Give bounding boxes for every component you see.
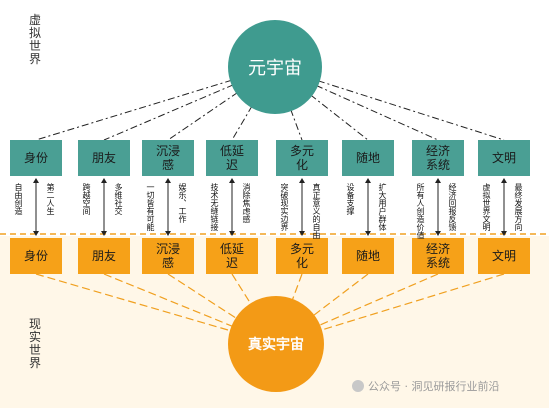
arrow-up-head [435, 178, 441, 183]
arrow-up-head [365, 178, 371, 183]
arrow-up-head [33, 178, 39, 183]
annotation-left: 跨越空间 [82, 183, 91, 215]
real-feature-box: 经济 系统 [412, 238, 464, 274]
top-connector [274, 66, 303, 141]
arrow-down-head [229, 231, 235, 236]
arrow-down-head [165, 231, 171, 236]
arrow-down-head [435, 231, 441, 236]
annotation-right: 娱乐、工作 [178, 183, 187, 223]
arrow-up-head [501, 178, 507, 183]
real-feature-box: 朋友 [78, 238, 130, 274]
bottom-connector [167, 273, 277, 345]
annotation-right: 真正意义的自由 [312, 183, 321, 239]
annotation-right: 经济回报反馈 [448, 183, 457, 231]
arrow-up-head [299, 178, 305, 183]
annotation-right: 第二人生 [46, 183, 55, 215]
virtual-feature-box: 多元 化 [276, 140, 328, 176]
watermark-text: 公众号 · 洞见研报行业前沿 [368, 380, 500, 393]
virtual-feature-box: 经济 系统 [412, 140, 464, 176]
annotation-right: 多维社交 [114, 183, 123, 215]
virtual-feature-box: 沉浸 感 [142, 140, 194, 176]
metaverse-circle: 元宇宙 [228, 20, 322, 114]
arrow-down-head [501, 231, 507, 236]
real-feature-box: 低延 迟 [206, 238, 258, 274]
annotation-left: 虚拟世界文明 [482, 183, 491, 231]
real-feature-box: 沉浸 感 [142, 238, 194, 274]
arrow-down-head [299, 231, 305, 236]
virtual-feature-box: 低延 迟 [206, 140, 258, 176]
annotation-left: 技术无缝链接 [210, 183, 219, 231]
wechat-icon [352, 380, 364, 392]
virtual-feature-box: 文明 [478, 140, 530, 176]
top-connector [231, 66, 276, 141]
annotation-right: 最终发展方向 [514, 183, 523, 231]
annotation-left: 所有人创造价值 [416, 183, 425, 239]
real-world-label: 现实世界 [28, 317, 41, 370]
real-feature-box: 多元 化 [276, 238, 328, 274]
arrow-up-head [165, 178, 171, 183]
virtual-world-label: 虚拟世界 [28, 13, 41, 66]
annotation-right: 消除焦虑感 [242, 183, 251, 223]
arrow-down-head [101, 231, 107, 236]
annotation-left: 一切皆有可能 [146, 183, 155, 231]
arrow-up-head [101, 178, 107, 183]
real-feature-box: 随地 [342, 238, 394, 274]
virtual-feature-box: 朋友 [78, 140, 130, 176]
virtual-feature-box: 身份 [10, 140, 62, 176]
virtual-feature-box: 随地 [342, 140, 394, 176]
annotation-left: 自由创造 [14, 183, 23, 215]
arrow-down-head [33, 231, 39, 236]
watermark: 公众号 · 洞见研报行业前沿 [352, 378, 500, 394]
annotation-right: 扩大用户群体 [378, 183, 387, 231]
arrow-down-head [365, 231, 371, 236]
real-universe-circle: 真实宇宙 [228, 296, 324, 392]
bottom-connector [103, 273, 277, 345]
annotation-left: 设备支撑 [346, 183, 355, 215]
annotation-left: 突破现实边界 [280, 183, 289, 231]
real-feature-box: 文明 [478, 238, 530, 274]
bidirectional-arrows [33, 178, 507, 236]
real-feature-box: 身份 [10, 238, 62, 274]
arrow-up-head [229, 178, 235, 183]
